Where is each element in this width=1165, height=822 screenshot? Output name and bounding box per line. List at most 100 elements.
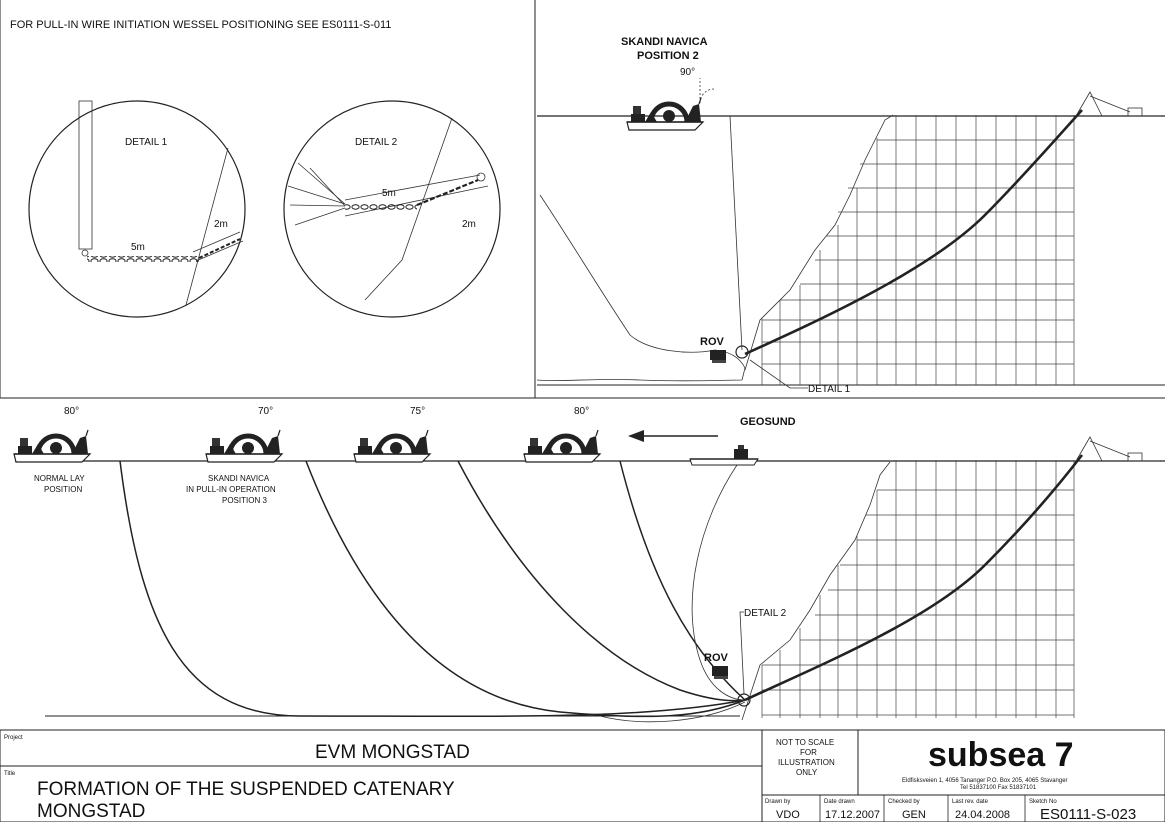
detail-1-title: DETAIL 1: [125, 137, 168, 148]
vessel-75-deg: [354, 430, 430, 462]
detail-2-slope: [364, 117, 453, 301]
upper-seabed-profile: [536, 194, 746, 382]
detail-1-pile: [78, 100, 93, 250]
vessel-position-3: [206, 430, 282, 462]
project-name: EVM MONGSTAD: [315, 742, 470, 763]
scale-note-1: NOT TO SCALE: [776, 738, 834, 747]
catenary-position-3: [305, 460, 746, 718]
sketch-no-label: Sketch No: [1029, 799, 1057, 805]
drawn-by-label: Drawn by: [765, 799, 790, 805]
lower-rov-label: ROV: [704, 652, 729, 664]
lower-shore-anchor: [1075, 436, 1160, 462]
vessel-80-deg: [524, 430, 600, 462]
detail-2-bridle-3: [289, 204, 346, 207]
drawn-by-value: VDO: [776, 809, 800, 821]
vessel-normal-lay: [14, 430, 90, 462]
geosund-label: GEOSUND: [740, 416, 796, 428]
geosund-wire: [691, 464, 746, 701]
upper-angle: 90°: [680, 67, 695, 78]
lower-detail-2-ref: DETAIL 2: [744, 608, 787, 619]
detail-2-chain-wire: [416, 178, 479, 207]
detail-1-shackle: [81, 249, 89, 257]
date-drawn-label: Date drawn: [824, 799, 855, 805]
title-label: Title: [4, 771, 16, 777]
detail-2: DETAIL 2 5m 2m: [283, 100, 501, 318]
lower-detail-2-leader: [739, 611, 745, 695]
detail-2-chain-length: 5m: [382, 188, 396, 199]
detail-2-bridle-5: [309, 167, 346, 207]
pull-in-line-1: SKANDI NAVICA: [208, 474, 270, 483]
last-rev-label: Last rev. date: [952, 799, 989, 805]
detail-1-wire-a: [192, 231, 241, 253]
lower-rov-icon: [712, 666, 728, 679]
detail-2-shackle: [476, 172, 486, 182]
scale-note-2: FOR: [800, 748, 817, 757]
upper-pull-head: [735, 345, 749, 359]
upper-pipeline: [744, 109, 1083, 356]
company-address-2: Tel 51837100 Fax 51837101: [960, 785, 1037, 791]
scale-note-3: ILLUSTRATION: [778, 758, 835, 767]
detail-2-title: DETAIL 2: [355, 137, 398, 148]
normal-lay-line-2: POSITION: [44, 485, 82, 494]
detail-2-bridle-4: [294, 207, 346, 226]
upper-detail-1-ref: DETAIL 1: [808, 384, 851, 395]
detail-2-bridle-2: [287, 185, 346, 205]
upper-angle-arc: [699, 88, 715, 104]
detail-1-circle: [28, 100, 246, 318]
arrow-head-icon: [628, 430, 644, 442]
scale-note-4: ONLY: [796, 768, 818, 777]
detail-2-chain: [345, 204, 417, 210]
checked-by-label: Checked by: [888, 799, 920, 805]
upper-vessel-position: POSITION 2: [637, 50, 699, 62]
upper-detail-1-leader: [749, 359, 808, 389]
title-line-1: FORMATION OF THE SUSPENDED CATENARY: [37, 779, 455, 800]
lower-grid: [761, 460, 1075, 718]
angle-normal-lay: 80°: [64, 406, 79, 417]
upper-grid: [761, 115, 1075, 385]
checked-by-value: GEN: [902, 809, 926, 821]
detail-1: DETAIL 1 5m 2m: [28, 100, 246, 318]
detail-1-chain: [87, 256, 199, 262]
pull-in-line-3: POSITION 3: [222, 496, 267, 505]
header-note: FOR PULL-IN WIRE INITIATION WESSEL POSIT…: [10, 19, 391, 31]
title-line-2: MONGSTAD: [37, 801, 145, 822]
upper-slope-profile: [744, 114, 894, 371]
detail-1-chain-wire: [198, 238, 241, 259]
last-rev-value: 24.04.2008: [955, 809, 1010, 821]
detail-1-wire-b: [195, 240, 244, 262]
detail-1-wire-length: 2m: [214, 219, 228, 230]
catenary-75: [457, 460, 746, 702]
angle-80: 80°: [574, 406, 589, 417]
angle-position-3: 70°: [258, 406, 273, 417]
detail-2-wire-a: [344, 174, 481, 201]
upper-pull-in-wire: [729, 115, 743, 351]
date-drawn-value: 17.12.2007: [825, 809, 880, 821]
detail-1-slope: [185, 147, 229, 306]
skandi-navica-vessel-upper: [627, 98, 703, 130]
upper-vessel-name: SKANDI NAVICA: [621, 36, 708, 48]
detail-1-chain-length: 5m: [131, 242, 145, 253]
lower-pipeline: [744, 454, 1084, 702]
catenary-normal-lay: [119, 460, 746, 718]
project-label: Project: [4, 735, 23, 741]
detail-2-wire-length: 2m: [462, 219, 476, 230]
pull-in-line-2: IN PULL-IN OPERATION: [186, 485, 276, 494]
title-block: Project EVM MONGSTAD Title FORMATION OF …: [0, 729, 1165, 822]
detail-2-circle: [283, 100, 501, 318]
seabed-pipe-loop: [599, 701, 746, 723]
company-logo: subsea 7: [928, 736, 1074, 774]
geosund-vessel: [689, 444, 759, 466]
company-address-1: Eldfisksveien 1, 4056 Tananger P.O. Box …: [902, 778, 1068, 784]
sketch-no-value: ES0111-S-023: [1040, 806, 1136, 822]
lower-slope-profile: [741, 461, 891, 721]
upper-panel: SKANDI NAVICA POSITION 2 90° ROV DETAIL …: [536, 36, 1165, 395]
detail-2-wire-b: [344, 185, 489, 217]
upper-rov-label: ROV: [700, 336, 725, 348]
upper-rov-icon: [710, 350, 726, 363]
catenary-80: [619, 460, 746, 701]
lower-panel: 80° 70° 75° 80° NORMAL LAY POSITION SKAN…: [14, 406, 1165, 723]
normal-lay-line-1: NORMAL LAY: [34, 474, 85, 483]
angle-75: 75°: [410, 406, 425, 417]
upper-shore-anchor: [1075, 91, 1160, 117]
